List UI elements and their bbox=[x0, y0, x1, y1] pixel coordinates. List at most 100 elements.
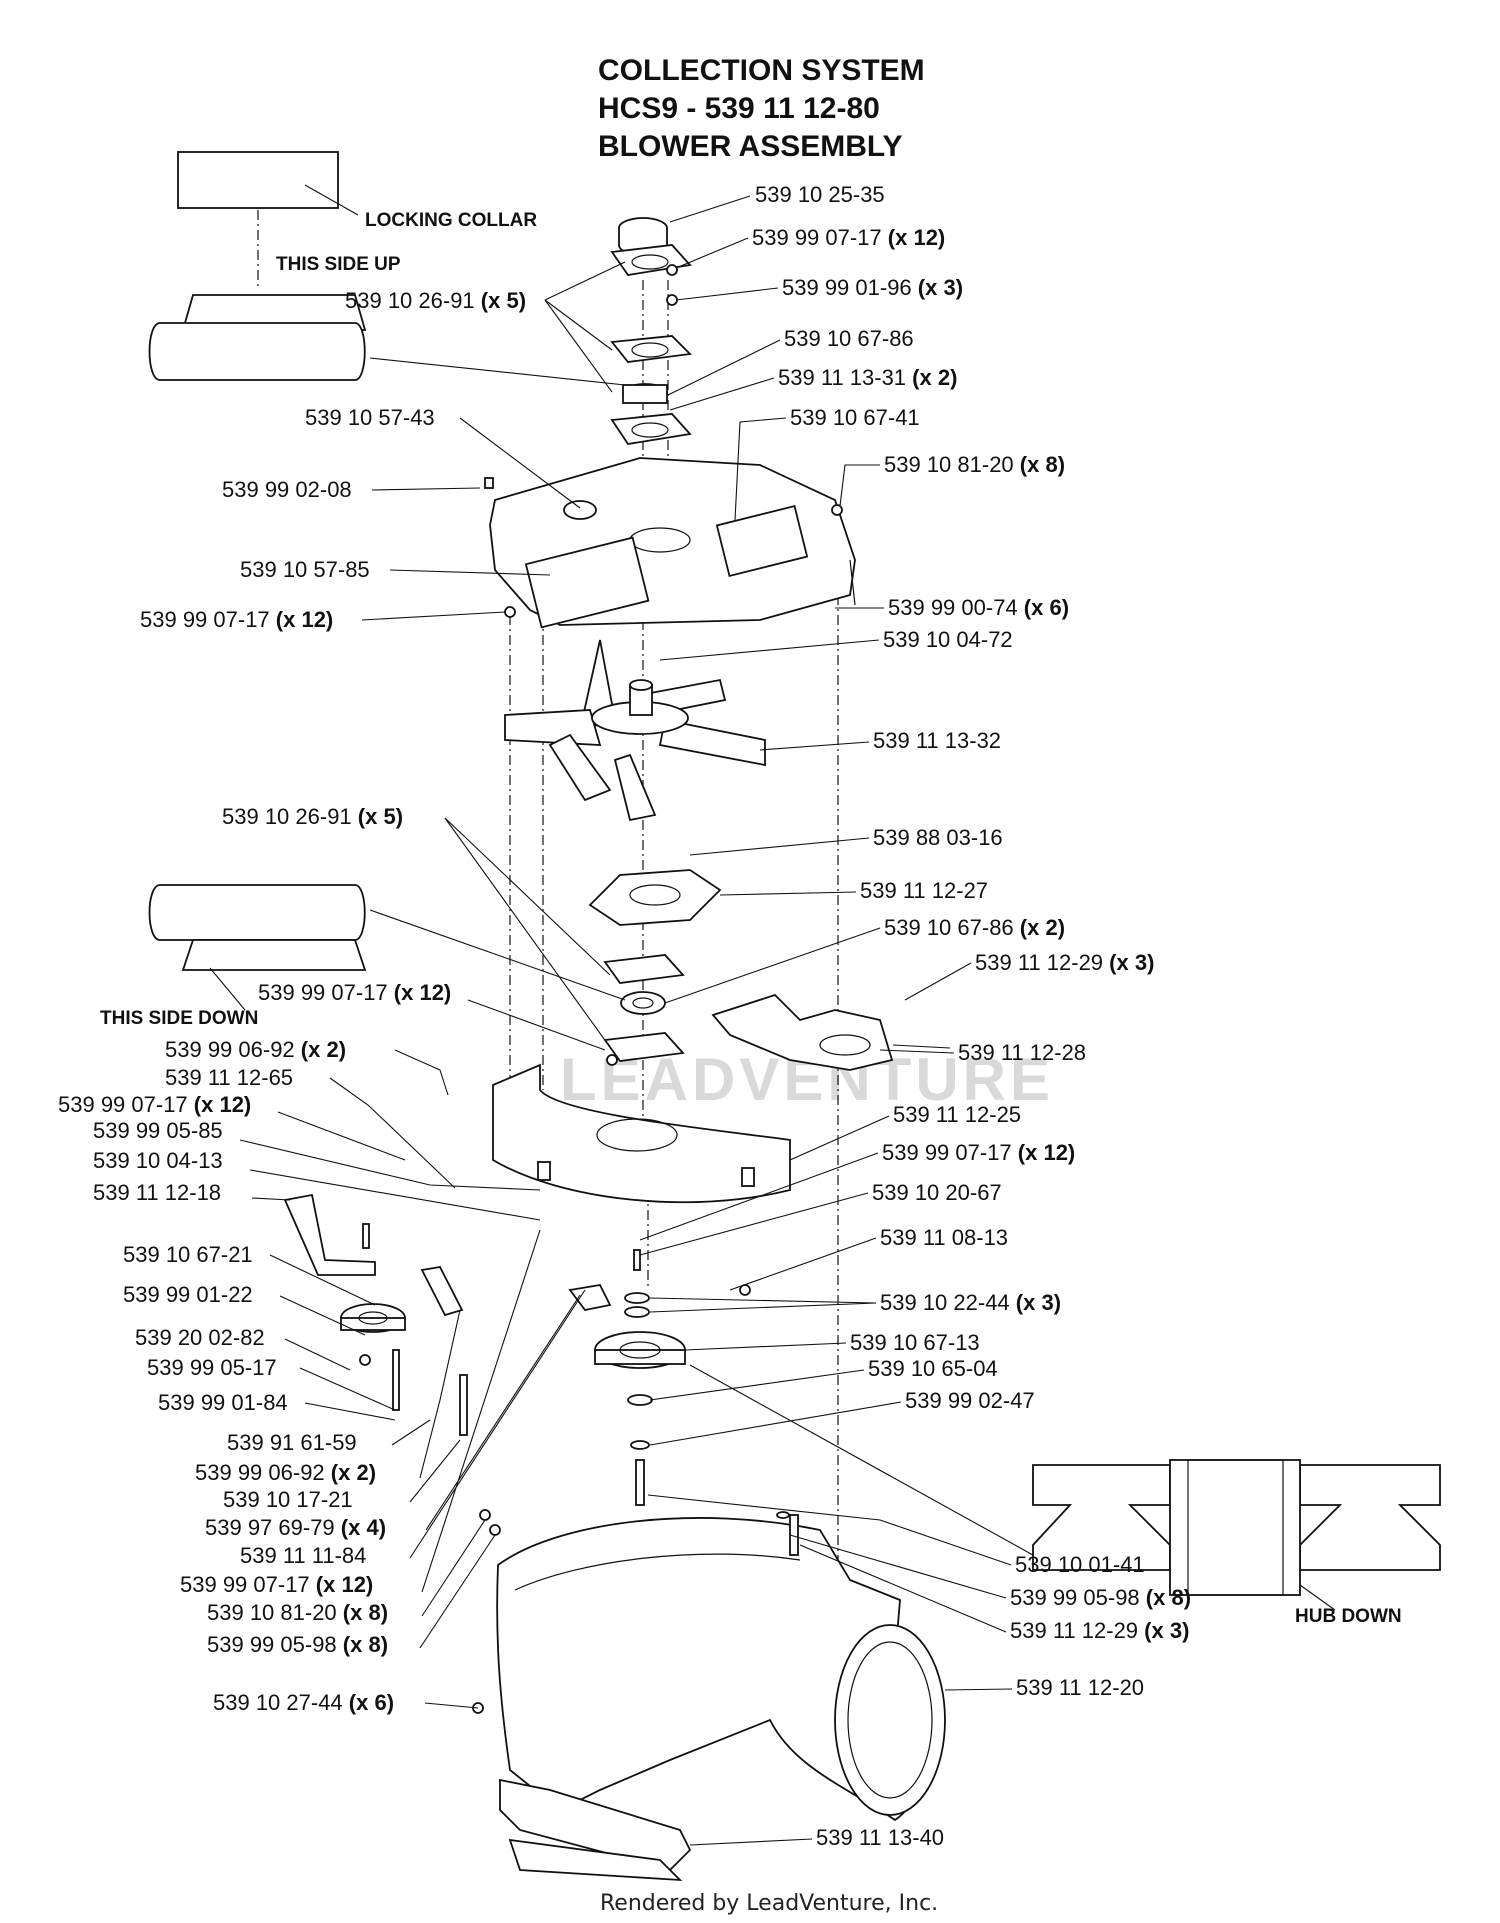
leader-line bbox=[689, 837, 870, 856]
part-number: 539 11 13-31 bbox=[778, 365, 906, 390]
leader-line bbox=[647, 1494, 1012, 1566]
leader-line bbox=[544, 261, 626, 301]
leader-line bbox=[424, 1702, 479, 1709]
this-side-up-note: THIS SIDE UP bbox=[276, 254, 401, 275]
part-number: 539 10 26-91 bbox=[345, 288, 475, 313]
diagram-title: COLLECTION SYSTEM HCS9 - 539 11 12-80 BL… bbox=[598, 54, 925, 163]
callout-label: 539 10 26-91 (x 5) bbox=[345, 288, 526, 313]
title-line-3: BLOWER ASSEMBLY bbox=[598, 130, 902, 163]
part-number: 539 99 07-17 bbox=[140, 607, 270, 632]
leader-line bbox=[361, 611, 506, 621]
callout-label: 539 11 12-28 bbox=[958, 1040, 1086, 1065]
part-quantity: (x 5) bbox=[352, 804, 403, 829]
part-number: 539 10 67-86 bbox=[884, 915, 1014, 940]
idler-assembly bbox=[283, 1193, 468, 1436]
part-number: 539 99 05-85 bbox=[93, 1118, 223, 1143]
leader-line bbox=[391, 1419, 431, 1446]
part-quantity: (x 2) bbox=[906, 365, 957, 390]
leader-line bbox=[759, 741, 870, 751]
leader-line bbox=[729, 1237, 877, 1291]
callout-label: 539 10 26-91 (x 5) bbox=[222, 804, 403, 829]
callout-label: 539 10 67-21 bbox=[123, 1242, 253, 1267]
part-quantity: (x 12) bbox=[1012, 1140, 1076, 1165]
leader-line bbox=[669, 377, 775, 411]
leader-line bbox=[329, 1077, 456, 1189]
leader-line bbox=[719, 891, 857, 896]
leader-line bbox=[684, 1342, 847, 1351]
title-line-1: COLLECTION SYSTEM bbox=[598, 54, 925, 87]
part-quantity: (x 3) bbox=[1138, 1618, 1189, 1643]
part-quantity: (x 5) bbox=[475, 288, 526, 313]
part-number: 539 88 03-16 bbox=[873, 825, 1003, 850]
part-quantity: (x 12) bbox=[310, 1572, 374, 1597]
leader-line bbox=[299, 1367, 396, 1411]
callout-label: 539 99 07-17 (x 12) bbox=[882, 1140, 1075, 1165]
leader-line bbox=[639, 1152, 879, 1241]
alignment-lines bbox=[257, 190, 839, 1570]
part-number: 539 10 67-21 bbox=[123, 1242, 253, 1267]
callout-label: 539 10 17-21 bbox=[223, 1487, 353, 1512]
callout-label: 539 99 01-96 (x 3) bbox=[782, 275, 963, 300]
leader-line bbox=[839, 464, 880, 507]
callout-label: 539 99 05-98 (x 8) bbox=[207, 1632, 388, 1657]
leader-line bbox=[544, 299, 613, 351]
part-number: 539 99 06-92 bbox=[165, 1037, 295, 1062]
callout-label: 539 10 57-85 bbox=[240, 557, 370, 582]
part-number: 539 10 25-35 bbox=[755, 182, 885, 207]
leader-line bbox=[251, 1197, 291, 1201]
leader-line bbox=[239, 1139, 541, 1191]
callout-label: 539 11 12-29 (x 3) bbox=[1010, 1618, 1189, 1643]
part-number: 539 10 57-85 bbox=[240, 557, 370, 582]
callout-label: 539 10 67-41 bbox=[790, 405, 920, 430]
part-quantity: (x 3) bbox=[912, 275, 963, 300]
part-number: 539 99 07-17 bbox=[752, 225, 882, 250]
leader-line bbox=[425, 1294, 581, 1531]
part-quantity: (x 12) bbox=[882, 225, 946, 250]
part-number: 539 97 69-79 bbox=[205, 1515, 335, 1540]
part-number: 539 11 12-65 bbox=[165, 1065, 293, 1090]
leader-line bbox=[734, 417, 787, 521]
top-cover-plate bbox=[484, 457, 856, 629]
part-number: 539 10 01-41 bbox=[1015, 1552, 1145, 1577]
callout-label: 539 11 12-27 bbox=[860, 878, 988, 903]
part-number: 539 99 07-17 bbox=[882, 1140, 1012, 1165]
part-quantity: (x 12) bbox=[388, 980, 452, 1005]
part-number: 539 11 08-13 bbox=[880, 1225, 1008, 1250]
part-number: 539 10 81-20 bbox=[207, 1600, 337, 1625]
part-number: 539 99 05-98 bbox=[1010, 1585, 1140, 1610]
part-number: 539 11 12-29 bbox=[975, 950, 1103, 975]
leader-line bbox=[675, 287, 779, 301]
this-side-down-note: THIS SIDE DOWN bbox=[100, 1008, 258, 1029]
part-number: 539 11 12-29 bbox=[1010, 1618, 1138, 1643]
part-number: 539 99 07-17 bbox=[58, 1092, 188, 1117]
pulley-section-detail: HUB DOWN bbox=[1032, 1459, 1441, 1627]
callout-label: 539 10 20-67 bbox=[872, 1180, 1002, 1205]
leader-line bbox=[667, 339, 781, 396]
part-number: 539 99 07-17 bbox=[180, 1572, 310, 1597]
leader-line bbox=[659, 639, 880, 661]
part-quantity: (x 2) bbox=[295, 1037, 346, 1062]
part-number: 539 99 01-96 bbox=[782, 275, 912, 300]
callout-label: 539 11 13-40 bbox=[816, 1825, 944, 1850]
leader-line bbox=[277, 1111, 406, 1161]
callout-label: 539 11 11-84 bbox=[240, 1543, 366, 1568]
part-number: 539 10 27-44 bbox=[213, 1690, 343, 1715]
part-number: 539 11 11-84 bbox=[240, 1543, 366, 1568]
this-side-down-detail: THIS SIDE DOWN bbox=[100, 884, 626, 1029]
callouts: 539 10 25-35 539 99 07-17 (x 12) 539 99 01… bbox=[58, 182, 1191, 1850]
footer-credit: Rendered by LeadVenture, Inc. bbox=[600, 1891, 938, 1916]
part-number: 539 10 81-20 bbox=[884, 452, 1014, 477]
leader-line bbox=[789, 1115, 890, 1161]
callout-label: 539 11 12-25 bbox=[893, 1102, 1021, 1127]
leader-line bbox=[269, 1254, 376, 1306]
leader-line bbox=[284, 1338, 351, 1371]
part-number: 539 11 12-28 bbox=[958, 1040, 1086, 1065]
part-number: 539 10 65-04 bbox=[868, 1356, 998, 1381]
callout-label: 539 99 07-17 (x 12) bbox=[140, 607, 333, 632]
leader-line bbox=[879, 1049, 955, 1054]
hub-down-note: HUB DOWN bbox=[1295, 1606, 1402, 1627]
callout-label: 539 99 07-17 (x 12) bbox=[258, 980, 451, 1005]
part-number: 539 10 67-86 bbox=[784, 326, 914, 351]
leader-line bbox=[669, 195, 751, 223]
part-number: 539 20 02-82 bbox=[135, 1325, 265, 1350]
